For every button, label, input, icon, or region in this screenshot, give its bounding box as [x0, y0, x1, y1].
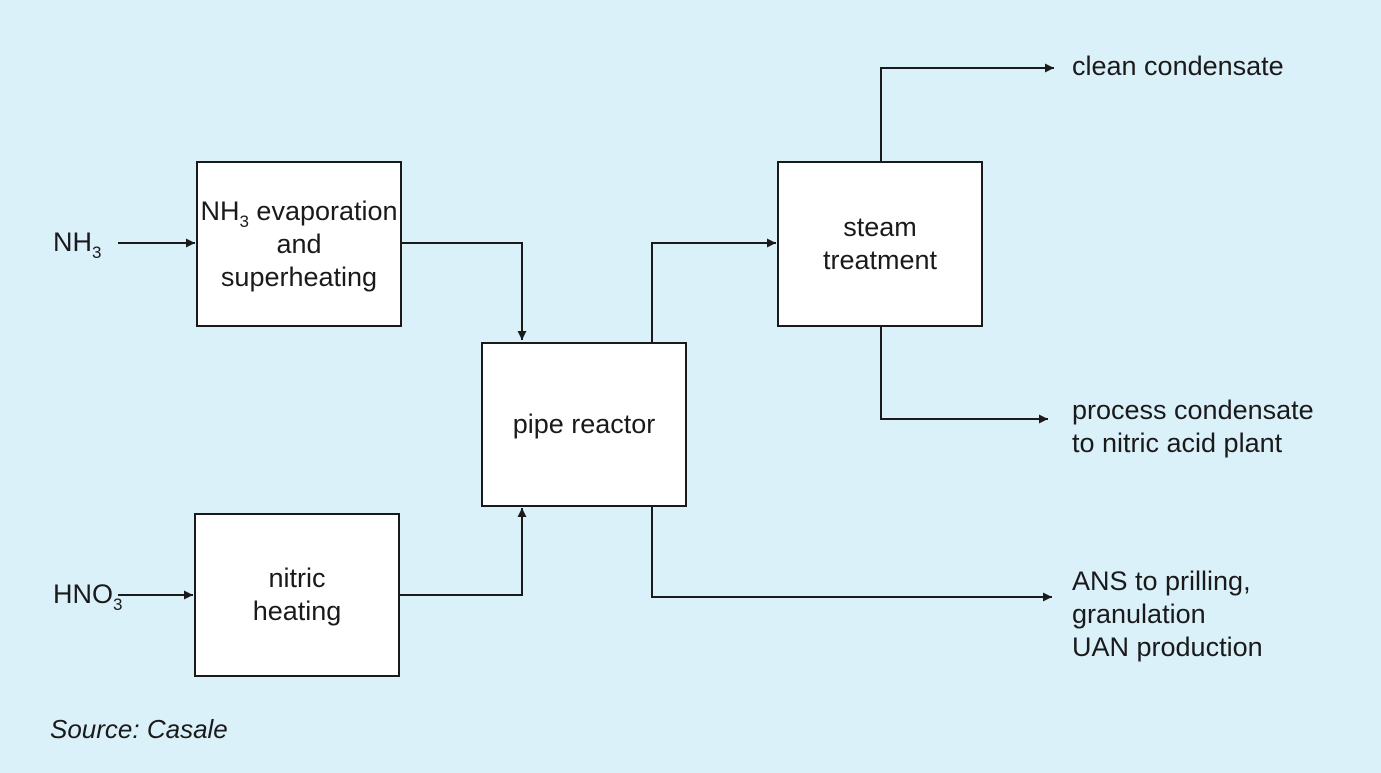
arrow-nitric-heating-to-reactor	[400, 508, 527, 596]
process-condensate-line1: process condensate	[1072, 395, 1314, 425]
nitric-heating-box: nitric heating	[194, 513, 400, 677]
ans-output-line1: ANS to prilling,	[1072, 566, 1251, 596]
hno3-base: HNO	[53, 579, 113, 609]
steam-treatment-line2: treatment	[822, 245, 938, 275]
hno3-subscript: 3	[113, 595, 123, 614]
pipe-reactor-box: pipe reactor	[481, 342, 687, 507]
pipe-reactor-label: pipe reactor	[512, 409, 656, 439]
nh3-evaporation-line1: NH3 evaporation	[200, 195, 398, 231]
nitric-heating-line2: heating	[252, 596, 342, 626]
nh3-evaporation-line2: and	[276, 228, 322, 259]
arrow-steam-to-clean-condensate	[880, 63, 1054, 162]
ans-output-line2: granulation	[1072, 599, 1206, 629]
clean-condensate-label: clean condensate	[1072, 50, 1284, 83]
nh3-input-label: NH3	[53, 226, 102, 262]
source-caption: Source: Casale	[50, 714, 228, 744]
process-condensate-label: process condensate to nitric acid plant	[1072, 394, 1314, 460]
process-condensate-line2: to nitric acid plant	[1072, 428, 1283, 458]
nh3-evap-rest: evaporation	[248, 195, 398, 226]
steam-treatment-box: steam treatment	[777, 161, 983, 327]
clean-condensate-line1: clean condensate	[1072, 51, 1284, 81]
nh3-evaporation-line3: superheating	[220, 261, 378, 292]
nh3-evap-subscript: 3	[239, 211, 249, 231]
hno3-input-label: HNO3	[53, 578, 123, 614]
nh3-evaporation-box: NH3 evaporation and superheating	[196, 161, 402, 327]
nh3-subscript: 3	[92, 243, 102, 262]
arrow-evaporation-to-reactor	[402, 242, 527, 340]
arrow-steam-to-process-condensate	[880, 326, 1048, 424]
nh3-evap-base: NH	[200, 195, 240, 226]
ans-output-line3: UAN production	[1072, 632, 1263, 662]
nitric-heating-line1: nitric	[268, 563, 326, 593]
arrow-reactor-to-ans	[651, 506, 1052, 602]
ans-output-label: ANS to prilling, granulation UAN product…	[1072, 565, 1263, 664]
arrow-reactor-to-steam-treatment	[651, 238, 776, 343]
steam-treatment-line1: steam	[843, 212, 917, 242]
nh3-base: NH	[53, 227, 92, 257]
